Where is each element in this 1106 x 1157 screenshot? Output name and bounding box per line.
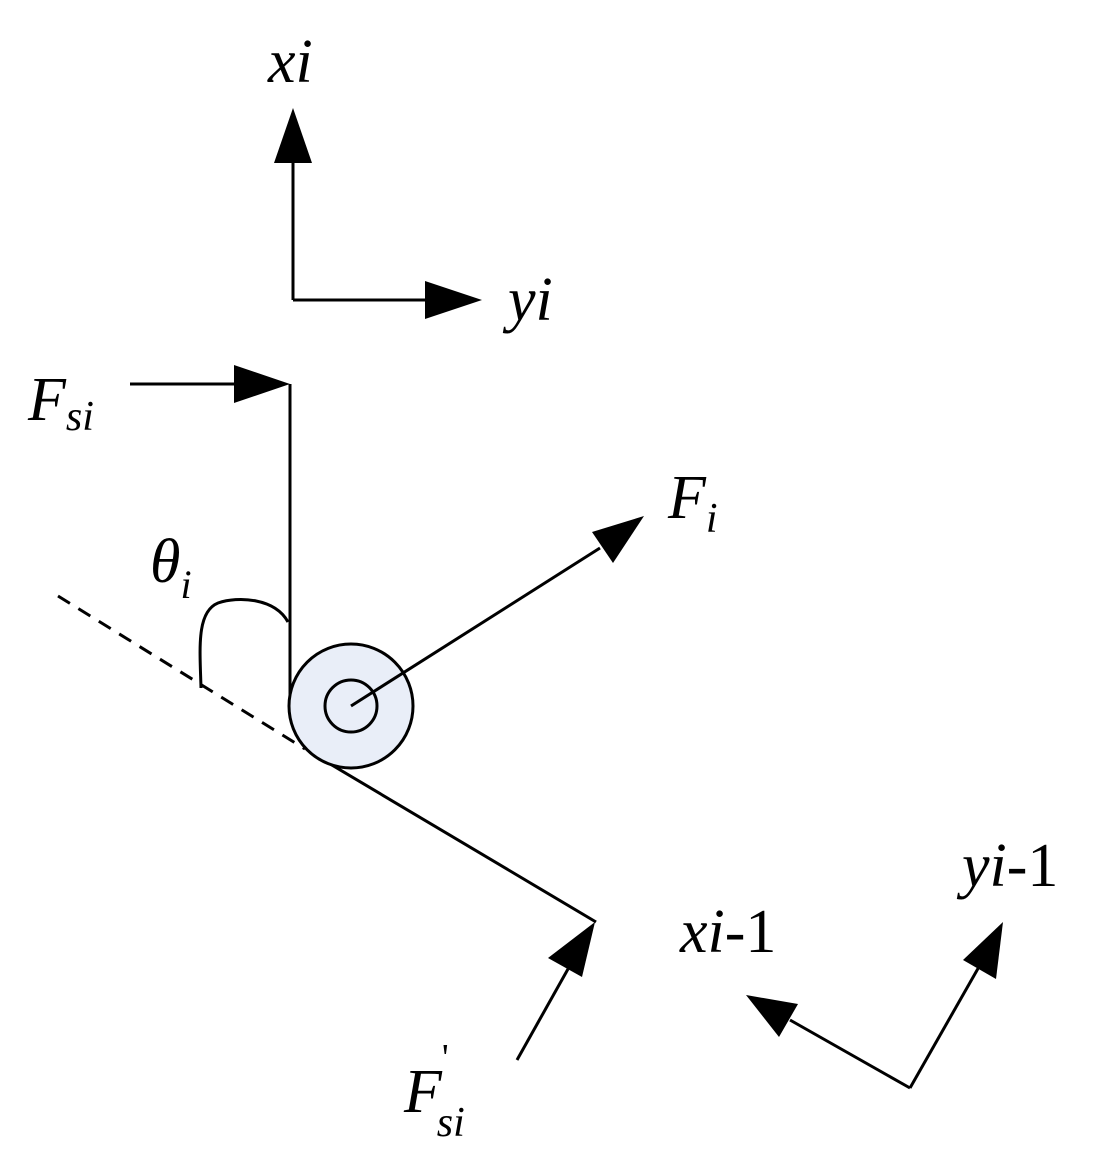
yi-minus-1-arrowhead bbox=[963, 922, 1003, 979]
fi-arrow-line bbox=[350, 546, 601, 708]
fsi-arrowhead bbox=[234, 365, 290, 403]
label-yi: yi bbox=[502, 266, 553, 334]
fi-arrowhead bbox=[592, 516, 644, 563]
frame-i bbox=[274, 108, 482, 319]
label-xi: xi bbox=[267, 28, 313, 96]
xi-minus-1-arrowhead bbox=[746, 995, 798, 1037]
force-fsi bbox=[130, 365, 290, 403]
frame-i-minus-1 bbox=[746, 922, 1003, 1090]
dashed-extension-line bbox=[57, 594, 306, 751]
theta-angle-arc bbox=[198, 597, 290, 689]
label-fi: Fi bbox=[667, 464, 718, 542]
fsi-prime-arrowhead bbox=[548, 922, 595, 977]
yi-minus-1-axis-line bbox=[908, 964, 982, 1089]
label-fsi-prime: F'si bbox=[403, 1037, 465, 1146]
cable-diagonal bbox=[309, 750, 597, 924]
label-fsi: Fsi bbox=[27, 366, 94, 440]
label-theta: θi bbox=[150, 528, 192, 607]
force-fi bbox=[350, 516, 644, 708]
label-yi-minus-1: yi-1 bbox=[956, 832, 1058, 900]
xi-axis-arrowhead bbox=[274, 108, 312, 163]
yi-axis-arrowhead bbox=[425, 281, 482, 319]
fsi-prime-arrow-line bbox=[515, 968, 570, 1061]
force-fsi-prime bbox=[515, 922, 595, 1061]
xi-minus-1-axis-line bbox=[789, 1018, 911, 1090]
label-xi-minus-1: xi-1 bbox=[679, 898, 776, 966]
